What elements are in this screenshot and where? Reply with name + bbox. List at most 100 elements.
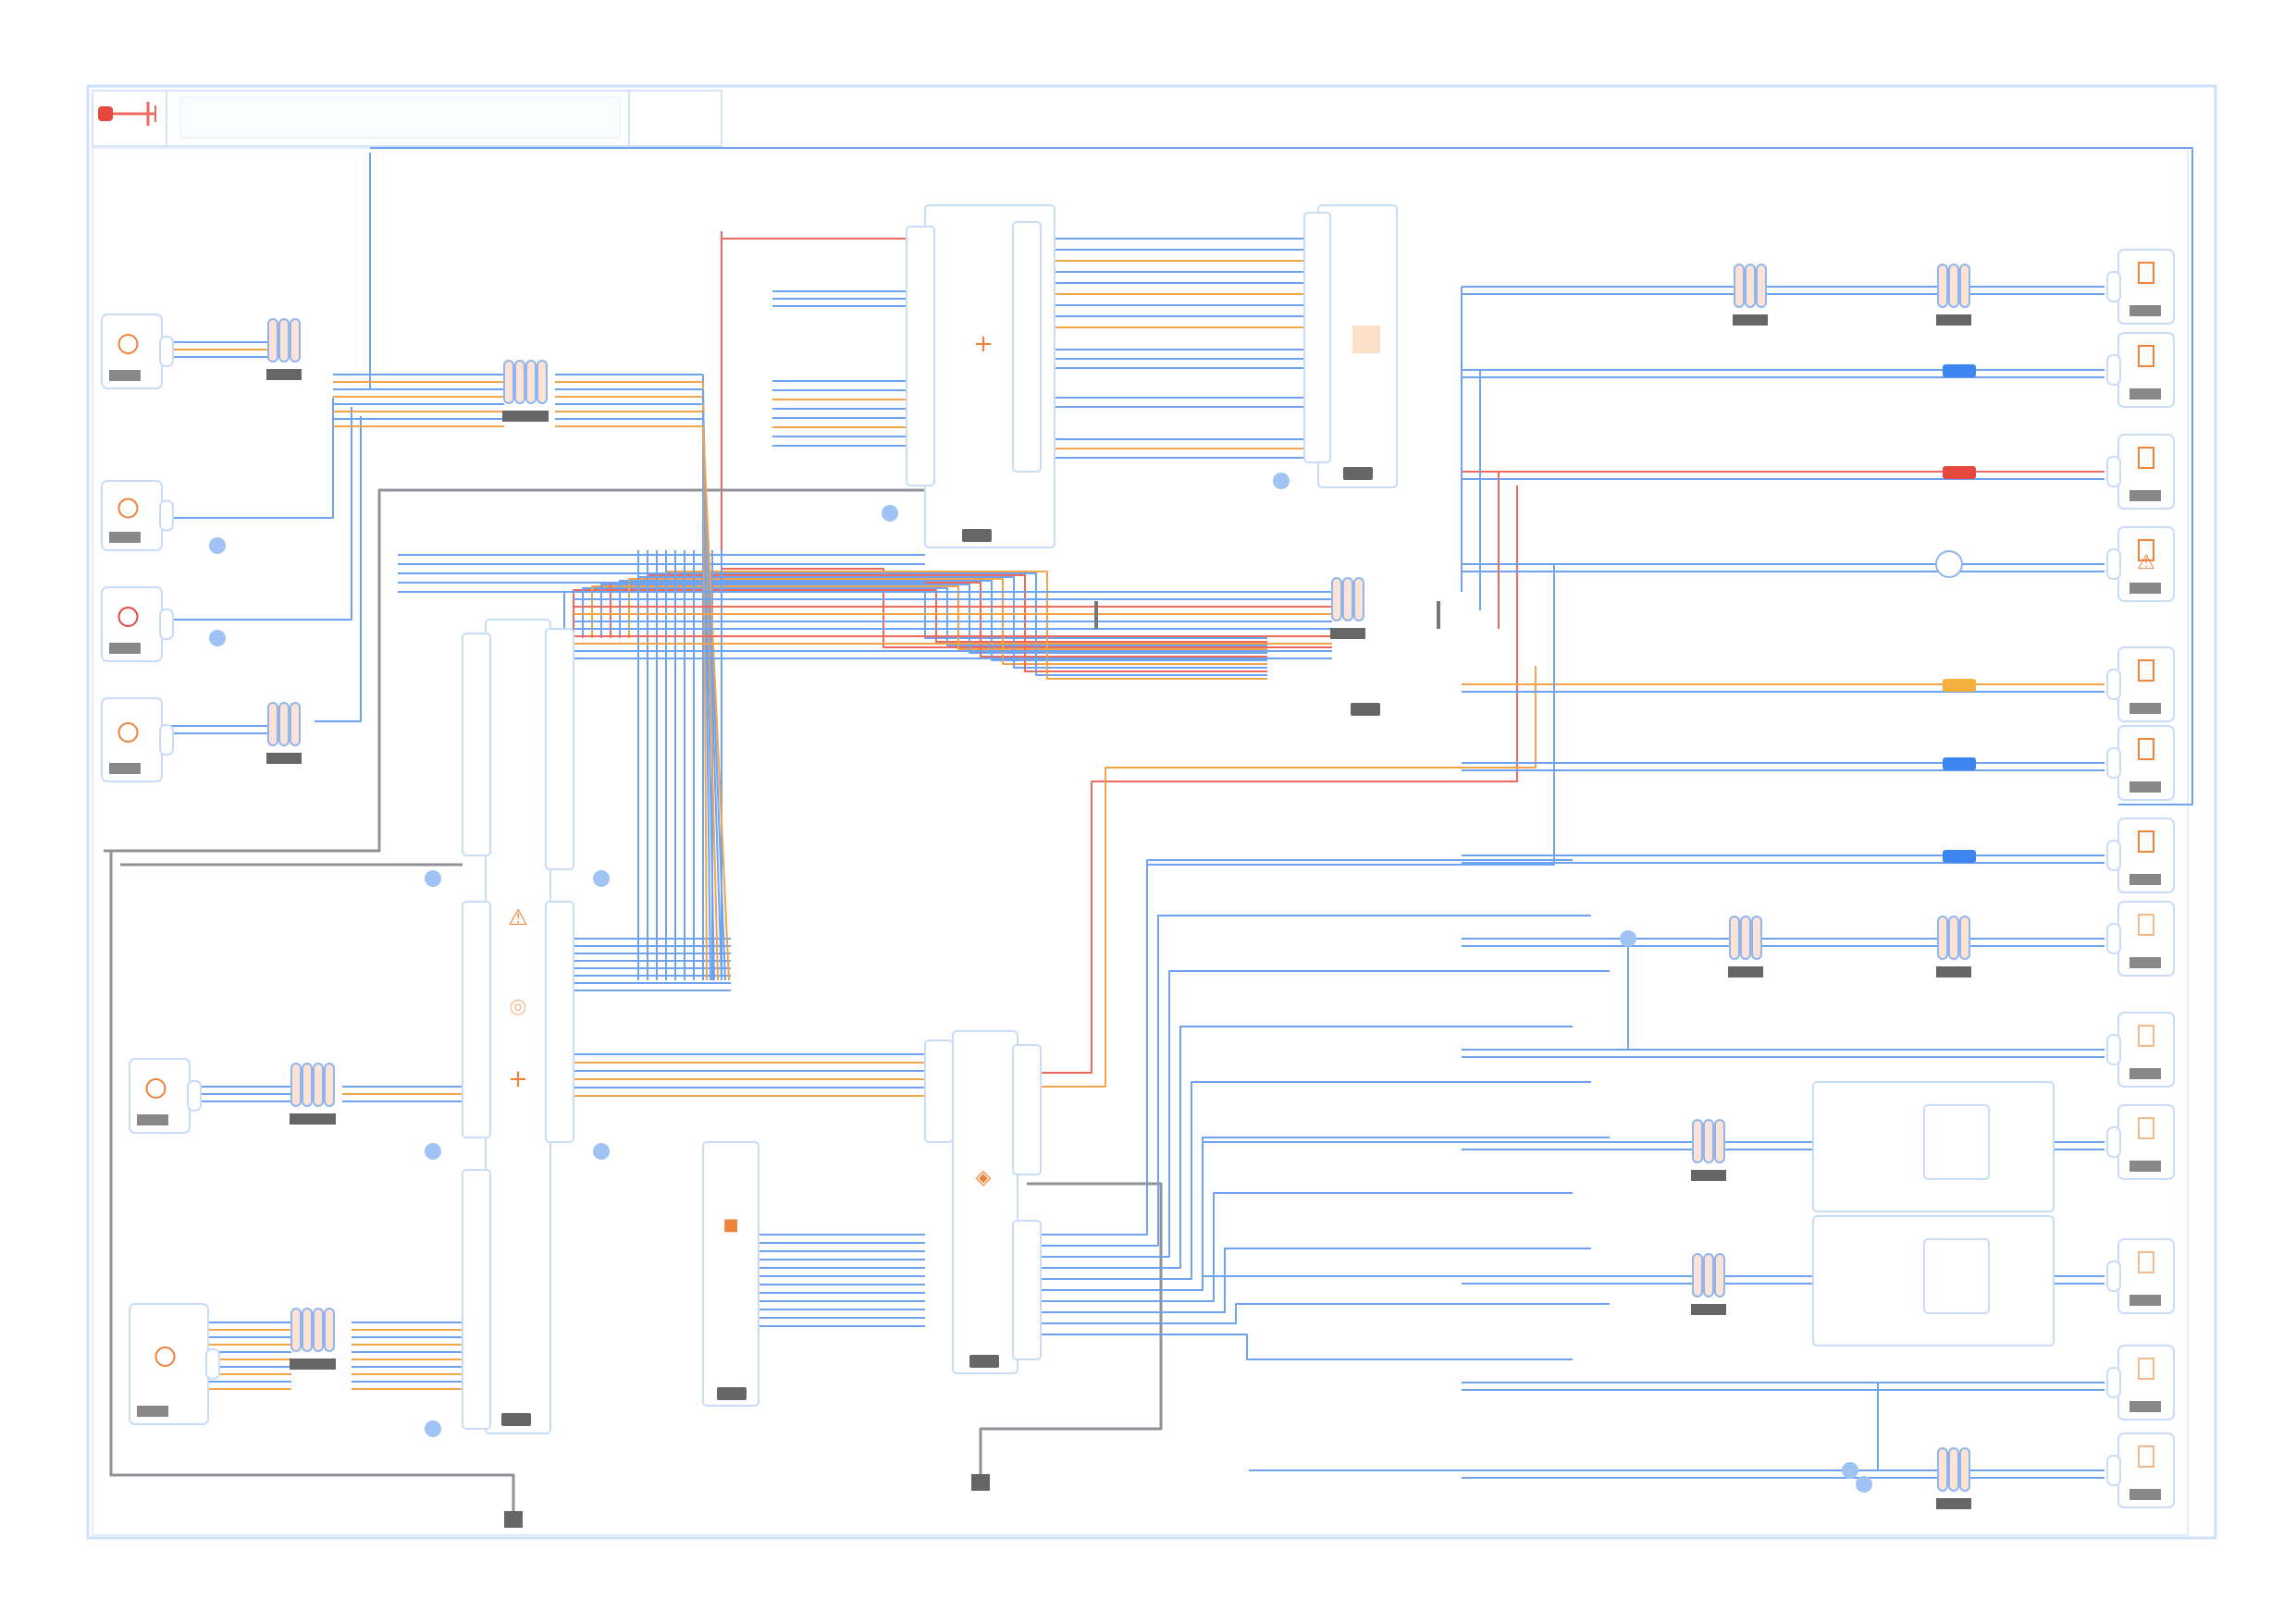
fanout-wire: [1036, 1303, 1610, 1324]
device-icon: [2138, 1358, 2154, 1380]
right-connector-pair: [1691, 1253, 1726, 1315]
fanout-wire: [1036, 1081, 1591, 1280]
connector-pin: [1959, 1447, 1970, 1492]
ground-run-wire-4: [979, 1182, 1163, 1461]
device-icon: [117, 722, 139, 743]
connector-pin: [313, 1308, 324, 1352]
connector-pin: [514, 360, 525, 404]
device-plug: [2106, 840, 2121, 871]
splice-dot-6: [593, 1143, 610, 1160]
device-plug: [2106, 1126, 2121, 1158]
device-tag: [137, 1406, 168, 1417]
splice-dot-10: [1620, 930, 1636, 947]
device-plug: [2106, 354, 2121, 386]
horn-device: [101, 314, 174, 389]
splice-dot-5: [425, 1143, 441, 1160]
right-device: [2106, 818, 2175, 893]
splice-dot-12: [1856, 1476, 1872, 1493]
frame-rail: [370, 147, 2193, 805]
device-plug: [159, 336, 174, 367]
connector-pin: [1342, 577, 1353, 621]
connector-tag: [1733, 314, 1768, 326]
device-plug: [187, 1080, 202, 1112]
device-tag: [2129, 490, 2161, 501]
connector-pin: [1692, 1253, 1703, 1297]
plus-icon-2: +: [508, 1065, 528, 1093]
plus-icon: +: [973, 330, 994, 358]
device-icon: [117, 498, 139, 519]
splice-dot-7: [425, 1420, 441, 1437]
right-device: [2106, 526, 2175, 602]
bus-wire: [610, 582, 1267, 658]
relay-icon: [1935, 550, 1963, 578]
device-icon: [2138, 914, 2154, 936]
ground-icon-mid: [971, 1461, 990, 1491]
device-plug: [2106, 271, 2121, 302]
splice-dot-3: [425, 870, 441, 887]
device-tag: [109, 370, 141, 381]
right-vertical-wire: [1147, 564, 1555, 866]
inline-fuse: [1943, 364, 1976, 377]
connector-pin: [267, 702, 278, 746]
bus-wire: [573, 589, 1267, 643]
lower-module-tag: [969, 1355, 999, 1368]
device-plug: [2106, 669, 2121, 700]
right-connector: [1936, 916, 1971, 977]
aux-module-tag: [717, 1387, 747, 1400]
splice-dot-1: [209, 537, 226, 554]
motor-wire: [167, 407, 352, 621]
right-device: [2106, 646, 2175, 722]
connector-central: [1330, 577, 1365, 639]
connector-tag: [1936, 966, 1971, 977]
bus-wire: [591, 585, 1267, 650]
connector-pin: [1948, 1447, 1959, 1492]
right-loop-wire: [1627, 939, 2105, 1051]
lamp-device: [101, 480, 174, 551]
device-icon: [2138, 262, 2154, 284]
motor-device: [101, 586, 174, 662]
right-device: [2106, 1432, 2175, 1508]
module-icon: ◎: [509, 995, 526, 1018]
splice-dot-9: [1273, 473, 1290, 489]
connector-pin: [302, 1308, 313, 1352]
device-icon: [2138, 1117, 2154, 1139]
connector-tag: [1936, 314, 1971, 326]
inline-fuse: [1943, 850, 1976, 863]
device-icon: [117, 607, 139, 627]
connector-pin: [1729, 916, 1740, 960]
connector-pin: [1756, 264, 1767, 308]
inline-fuse: [1943, 679, 1976, 692]
connector-pin: [1703, 1253, 1714, 1297]
connector-l2: [266, 702, 302, 764]
ground-icon-left: [504, 1498, 523, 1528]
warning-icon: ⚠: [508, 904, 528, 930]
right-device: [2106, 901, 2175, 977]
device-icon: [2138, 345, 2154, 367]
device-plug: [2106, 1260, 2121, 1292]
junction-block-top-conn: [1303, 212, 1331, 463]
device-tag: [109, 643, 141, 654]
connector-pin: [1948, 264, 1959, 308]
splice-dot-4: [593, 870, 610, 887]
lower-module-left-conn: [924, 1039, 954, 1143]
connector-pin: [290, 1063, 302, 1107]
device-tag: [2129, 1161, 2161, 1172]
device-tag: [2129, 703, 2161, 714]
device-plug: [159, 499, 174, 532]
right-subassembly-device: [1923, 1104, 1990, 1180]
device-tag: [2129, 957, 2161, 968]
fanout-wire: [1036, 1334, 1573, 1360]
connector-pin: [290, 702, 301, 746]
splice-dot-2: [209, 630, 226, 646]
inline-fuse: [1943, 466, 1976, 479]
right-connector: [1733, 264, 1768, 326]
connector-pin: [1734, 264, 1745, 308]
speaker-device: [129, 1303, 220, 1425]
device-icon: [2138, 539, 2154, 561]
connector-pin: [1751, 916, 1762, 960]
right-subassembly-device: [1923, 1238, 1990, 1314]
connector-central-tag: [1351, 703, 1380, 716]
lower-module: [952, 1030, 1018, 1374]
connector-pin: [278, 702, 290, 746]
connector-pin: [1331, 577, 1342, 621]
